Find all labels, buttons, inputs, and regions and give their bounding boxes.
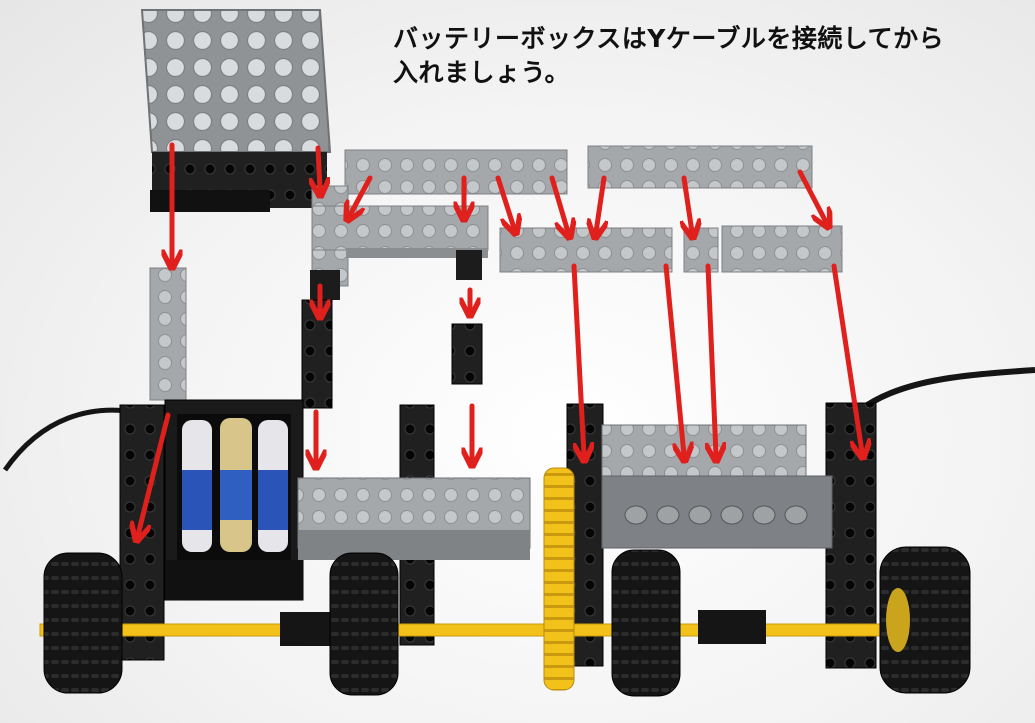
black-brick-middle <box>451 323 483 385</box>
battery-box <box>164 399 304 601</box>
arrow-3 <box>350 175 373 215</box>
light-frame-l-shape <box>310 185 489 300</box>
gray-brick-right-top <box>601 424 807 478</box>
studded-plate-6x6 <box>140 9 332 212</box>
wheel-front-left <box>43 552 123 694</box>
arrow-15 <box>571 263 584 455</box>
assembly-arrows <box>138 142 862 535</box>
axle-bushing-left <box>280 612 336 646</box>
arrow-7 <box>596 175 604 232</box>
arrow-9 <box>797 169 826 222</box>
light-beam-vertical <box>149 267 187 401</box>
arrow-17 <box>708 263 716 455</box>
arrow-18 <box>831 263 862 452</box>
caption-line-2: 入れましょう。 <box>393 58 571 87</box>
light-plate-small <box>683 227 719 273</box>
wheel-rear-right <box>879 546 971 694</box>
light-plate-top-long <box>344 149 568 195</box>
arrow-2 <box>318 145 320 190</box>
arrow-14 <box>138 412 171 535</box>
chassis-beam-left <box>119 404 165 661</box>
arrow-8 <box>684 175 692 232</box>
light-plate-right <box>721 225 843 273</box>
arrow-6 <box>549 175 568 232</box>
black-beam-left <box>301 299 333 409</box>
cable-right <box>858 367 1035 413</box>
caption-line-1: バッテリーボックスはYケーブルを接続してから <box>393 24 945 53</box>
light-plate-middle <box>499 227 673 273</box>
light-plate-top-right <box>587 145 813 189</box>
wheel-rear-left <box>329 552 399 696</box>
yellow-axle <box>39 623 961 637</box>
axle-bushing-right <box>698 610 766 644</box>
arrow-16 <box>663 263 684 455</box>
instruction-caption: バッテリーボックスはYケーブルを接続してから 入れましょう。 <box>393 22 993 90</box>
wheel-front-right <box>611 549 681 697</box>
arrow-5 <box>495 175 514 228</box>
yellow-gear <box>543 467 575 691</box>
